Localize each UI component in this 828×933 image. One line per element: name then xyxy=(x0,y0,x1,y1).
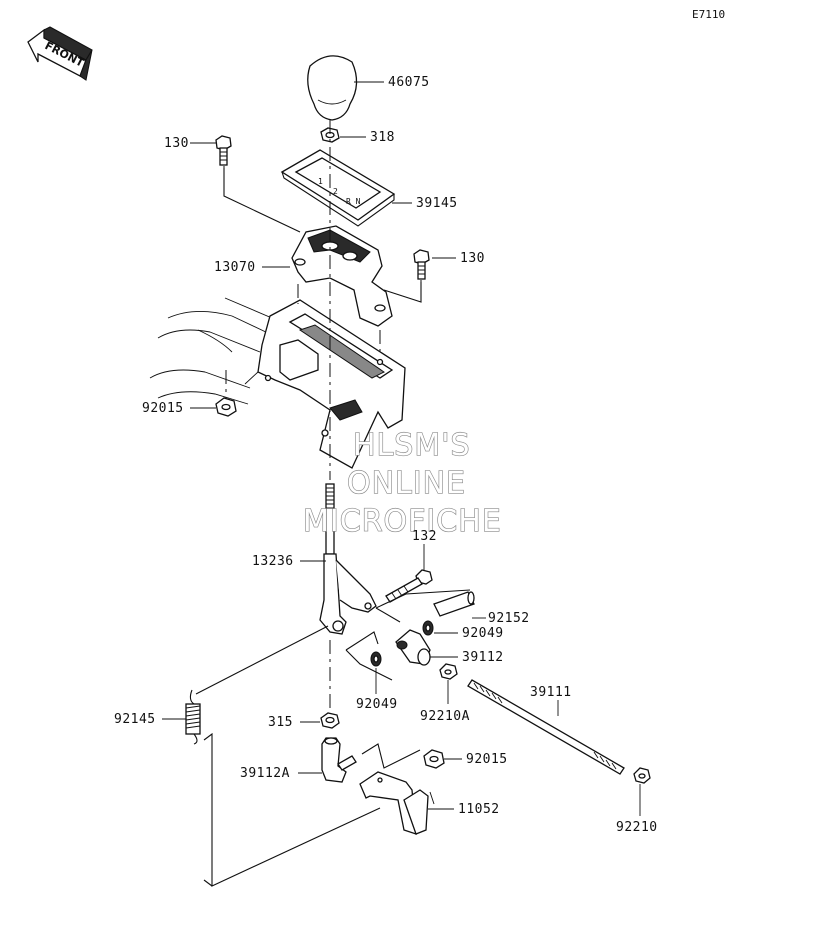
label-318: 318 xyxy=(370,130,395,145)
nut-92210a-part xyxy=(439,663,458,680)
label-39112: 39112 xyxy=(462,650,504,665)
bolt-132-part xyxy=(385,569,433,603)
bracket-part xyxy=(359,771,435,835)
watermark-line-3: MICROFICHE xyxy=(303,504,502,539)
label-92145: 92145 xyxy=(114,712,156,727)
label-92210a: 92210A xyxy=(420,709,470,724)
joint-a-part xyxy=(321,737,357,783)
label-92152: 92152 xyxy=(488,611,530,626)
nut-315-part xyxy=(320,712,340,729)
label-39112a: 39112A xyxy=(240,766,290,781)
nut-92015-lower-part xyxy=(423,749,445,769)
label-92015-upper: 92015 xyxy=(142,401,184,416)
joint-part xyxy=(395,629,431,666)
label-92049-right: 92049 xyxy=(462,626,504,641)
label-46075: 46075 xyxy=(388,75,430,90)
bolt-130-right-part xyxy=(413,249,430,280)
shift-guide-part xyxy=(291,225,393,327)
label-13236: 13236 xyxy=(252,554,294,569)
watermark: HLSM'S ONLINE MICROFICHE xyxy=(302,427,502,539)
part-labels: 46075 318 130 39145 130 13070 92015 132 … xyxy=(114,75,658,835)
nut-92015-upper-part xyxy=(215,397,237,417)
diagram-code: E7110 xyxy=(692,8,725,21)
washer-92049-left-part xyxy=(370,651,382,667)
label-39111: 39111 xyxy=(530,685,572,700)
svg-text:1: 1 xyxy=(318,177,323,186)
assembly-lines xyxy=(195,168,471,887)
washer-92049-right-part xyxy=(422,620,434,636)
label-130-left: 130 xyxy=(164,136,189,151)
label-13070: 13070 xyxy=(214,260,256,275)
bolt-130-left-part xyxy=(215,135,232,166)
label-315: 315 xyxy=(268,715,293,730)
label-92049-left: 92049 xyxy=(356,697,398,712)
nut-92210-part xyxy=(633,767,651,784)
rod-part xyxy=(467,679,625,775)
watermark-line-1: HLSM'S xyxy=(353,428,471,463)
label-39145: 39145 xyxy=(416,196,458,211)
shift-plate-part: 1 2 R N xyxy=(280,149,396,227)
knob-part xyxy=(307,55,358,121)
shift-lever-part xyxy=(319,483,377,635)
label-130-right: 130 xyxy=(460,251,485,266)
label-92210: 92210 xyxy=(616,820,658,835)
label-92015-lower: 92015 xyxy=(466,752,508,767)
spring-part xyxy=(185,689,201,745)
svg-text:R N: R N xyxy=(346,197,361,206)
watermark-line-2: ONLINE xyxy=(347,466,466,501)
leader-lines xyxy=(162,81,641,816)
nut-318-part xyxy=(320,127,340,143)
front-arrow-icon: FRONT xyxy=(27,26,93,81)
label-132: 132 xyxy=(412,529,437,544)
label-11052: 11052 xyxy=(458,802,500,817)
pin-part xyxy=(433,591,475,617)
svg-text:2: 2 xyxy=(333,187,338,196)
console-bracket xyxy=(244,299,406,469)
